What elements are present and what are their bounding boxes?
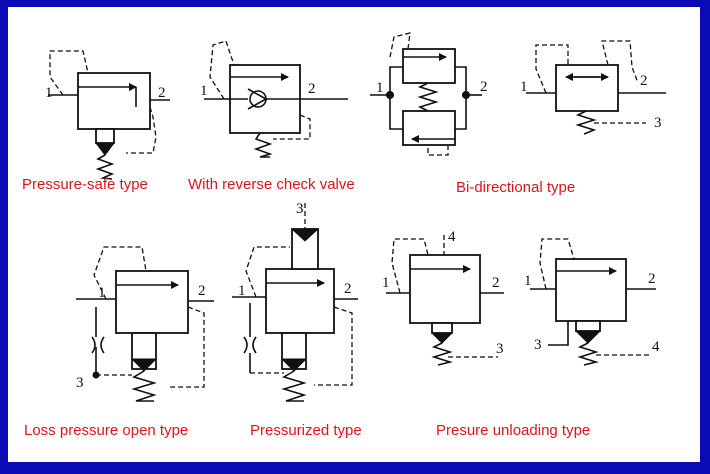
symbol-reverse-check: 1 2 [200, 40, 348, 158]
port-label-1: 1 [382, 275, 390, 291]
caption-pressurized: Pressurized type [250, 422, 362, 439]
port-label-2: 2 [480, 79, 488, 95]
port-label-4: 4 [448, 229, 456, 245]
port-label-3: 3 [76, 375, 84, 391]
caption-reverse-check: With reverse check valve [188, 176, 355, 193]
port-label-1: 1 [376, 80, 384, 96]
port-label-3: 3 [496, 341, 504, 357]
port-label-3: 3 [534, 337, 542, 353]
port-label-2: 2 [344, 281, 352, 297]
caption-loss-pressure-open: Loss pressure open type [24, 422, 188, 439]
port-label-3: 3 [296, 201, 304, 217]
port-label-2: 2 [492, 275, 500, 291]
port-label-1: 1 [45, 85, 53, 101]
port-label-1: 1 [238, 283, 246, 299]
port-label-2: 2 [648, 271, 656, 287]
caption-bidirectional: Bi-directional type [456, 179, 575, 196]
caption-pressure-safe: Pressure-safe type [22, 176, 148, 193]
symbol-unloading-b: 1 2 3 4 [524, 238, 660, 366]
symbol-bidirectional-single: 1 2 3 [520, 40, 666, 135]
caption-unloading: Presure unloading type [436, 422, 590, 439]
symbol-loss-pressure-open: 1 2 3 [76, 246, 214, 402]
port-label-1: 1 [520, 79, 528, 95]
symbol-unloading-a: 1 2 3 4 [382, 229, 504, 366]
port-label-1: 1 [200, 83, 208, 99]
symbol-pressure-safe: 1 2 [45, 50, 170, 180]
port-label-3: 3 [654, 115, 662, 131]
symbol-bidirectional-double: 1 2 [370, 32, 488, 156]
port-label-1: 1 [524, 273, 532, 289]
port-label-2: 2 [158, 85, 166, 101]
diagram-canvas: 1 2 1 2 1 2 [8, 7, 700, 462]
port-label-1: 1 [98, 285, 106, 301]
valve-symbols-diagram: 1 2 1 2 1 2 [22, 32, 666, 439]
port-label-4: 4 [652, 339, 660, 355]
port-label-2: 2 [640, 73, 648, 89]
port-label-2: 2 [198, 283, 206, 299]
symbol-pressurized: 1 2 3 [232, 201, 358, 402]
port-label-2: 2 [308, 81, 316, 97]
